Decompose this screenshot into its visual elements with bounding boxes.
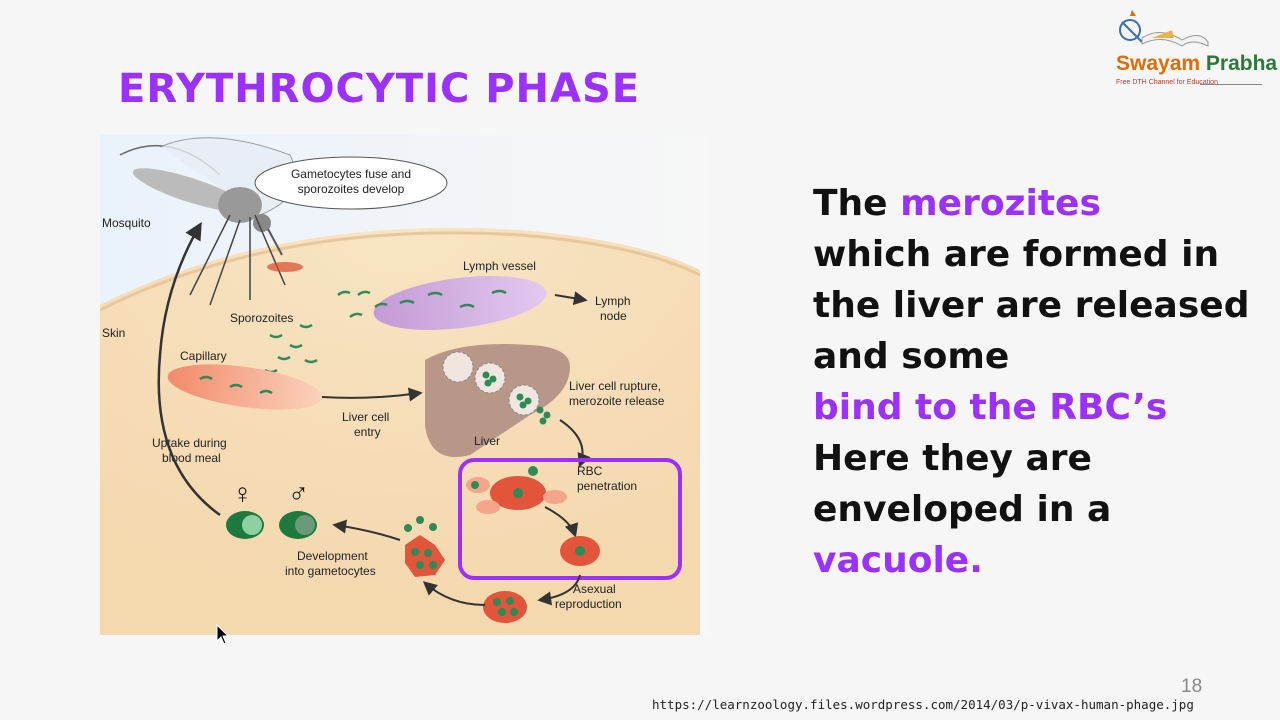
label-liver: Liver [474, 434, 500, 448]
bite-mark [267, 262, 303, 272]
text-bind-rbc: bind to the RBC’s [813, 387, 1168, 428]
label-liver-entry-2: entry [354, 425, 381, 439]
skin-layer [100, 227, 700, 635]
swayam-prabha-logo-icon [1119, 10, 1209, 47]
text-enveloped: Here they are enveloped in a [813, 438, 1112, 530]
label-asexual-1: Asexual [573, 582, 616, 596]
label-lymph-node-1: Lymph [595, 294, 631, 308]
label-sporozoites: Sporozoites [230, 311, 293, 325]
label-gametocytes-fuse-2: sporozoites develop [298, 182, 405, 196]
slide-title: ERYTHROCYTIC PHASE [118, 66, 641, 112]
label-mosquito: Mosquito [102, 216, 151, 230]
label-asexual-2: reproduction [555, 597, 622, 611]
label-rbc-1: RBC [577, 464, 603, 478]
slide-body-text: The merozites which are formed in the li… [813, 178, 1253, 586]
malaria-lifecycle-diagram: Gametocytes fuse and sporozoites develop… [100, 135, 710, 635]
liver-cell-1 [442, 351, 474, 383]
label-rbc-2: penetration [577, 479, 637, 493]
capillary-vessel [167, 364, 323, 410]
mosquito-icon [119, 137, 297, 306]
label-liver-rupture-1: Liver cell rupture, [569, 379, 661, 393]
text-formed-released: which are formed in the liver are releas… [813, 234, 1250, 377]
liver-cell-3 [508, 384, 540, 416]
label-development-2: into gametocytes [285, 564, 376, 578]
label-liver-entry-1: Liver cell [342, 410, 389, 424]
schizont-cell [483, 591, 527, 623]
label-uptake-2: blood meal [162, 451, 221, 465]
logo-wordmark: Swayam Prabha [1116, 52, 1277, 76]
logo-word-2: Prabha [1205, 52, 1278, 75]
logo-word-1: Swayam [1116, 52, 1206, 75]
label-gametocytes-fuse-1: Gametocytes fuse and [291, 167, 411, 181]
label-development-1: Development [297, 549, 368, 563]
logo-divider [1200, 84, 1262, 85]
mouse-cursor-icon [216, 624, 230, 645]
logo-tagline: Free DTH Channel for Education [1116, 79, 1218, 86]
text-the: The [813, 183, 901, 224]
female-symbol: ♀ [232, 478, 253, 509]
label-capillary: Capillary [180, 349, 227, 363]
gametocytes-bubble [254, 156, 448, 210]
male-symbol: ♂ [288, 478, 309, 509]
label-lymph-node-2: node [600, 309, 627, 323]
label-liver-rupture-2: merozoite release [569, 394, 665, 408]
label-uptake-1: Uptake during [152, 436, 227, 450]
text-merozites: merozites [900, 183, 1101, 224]
label-skin: Skin [102, 326, 125, 340]
lymph-vessel [373, 276, 547, 330]
page-number: 18 [1181, 676, 1203, 697]
label-lymph-vessel: Lymph vessel [463, 259, 536, 273]
rbc-highlight-box [458, 458, 682, 580]
text-vacuole: vacuole. [813, 540, 983, 581]
source-url: https://learnzoology.files.wordpress.com… [652, 697, 1194, 712]
